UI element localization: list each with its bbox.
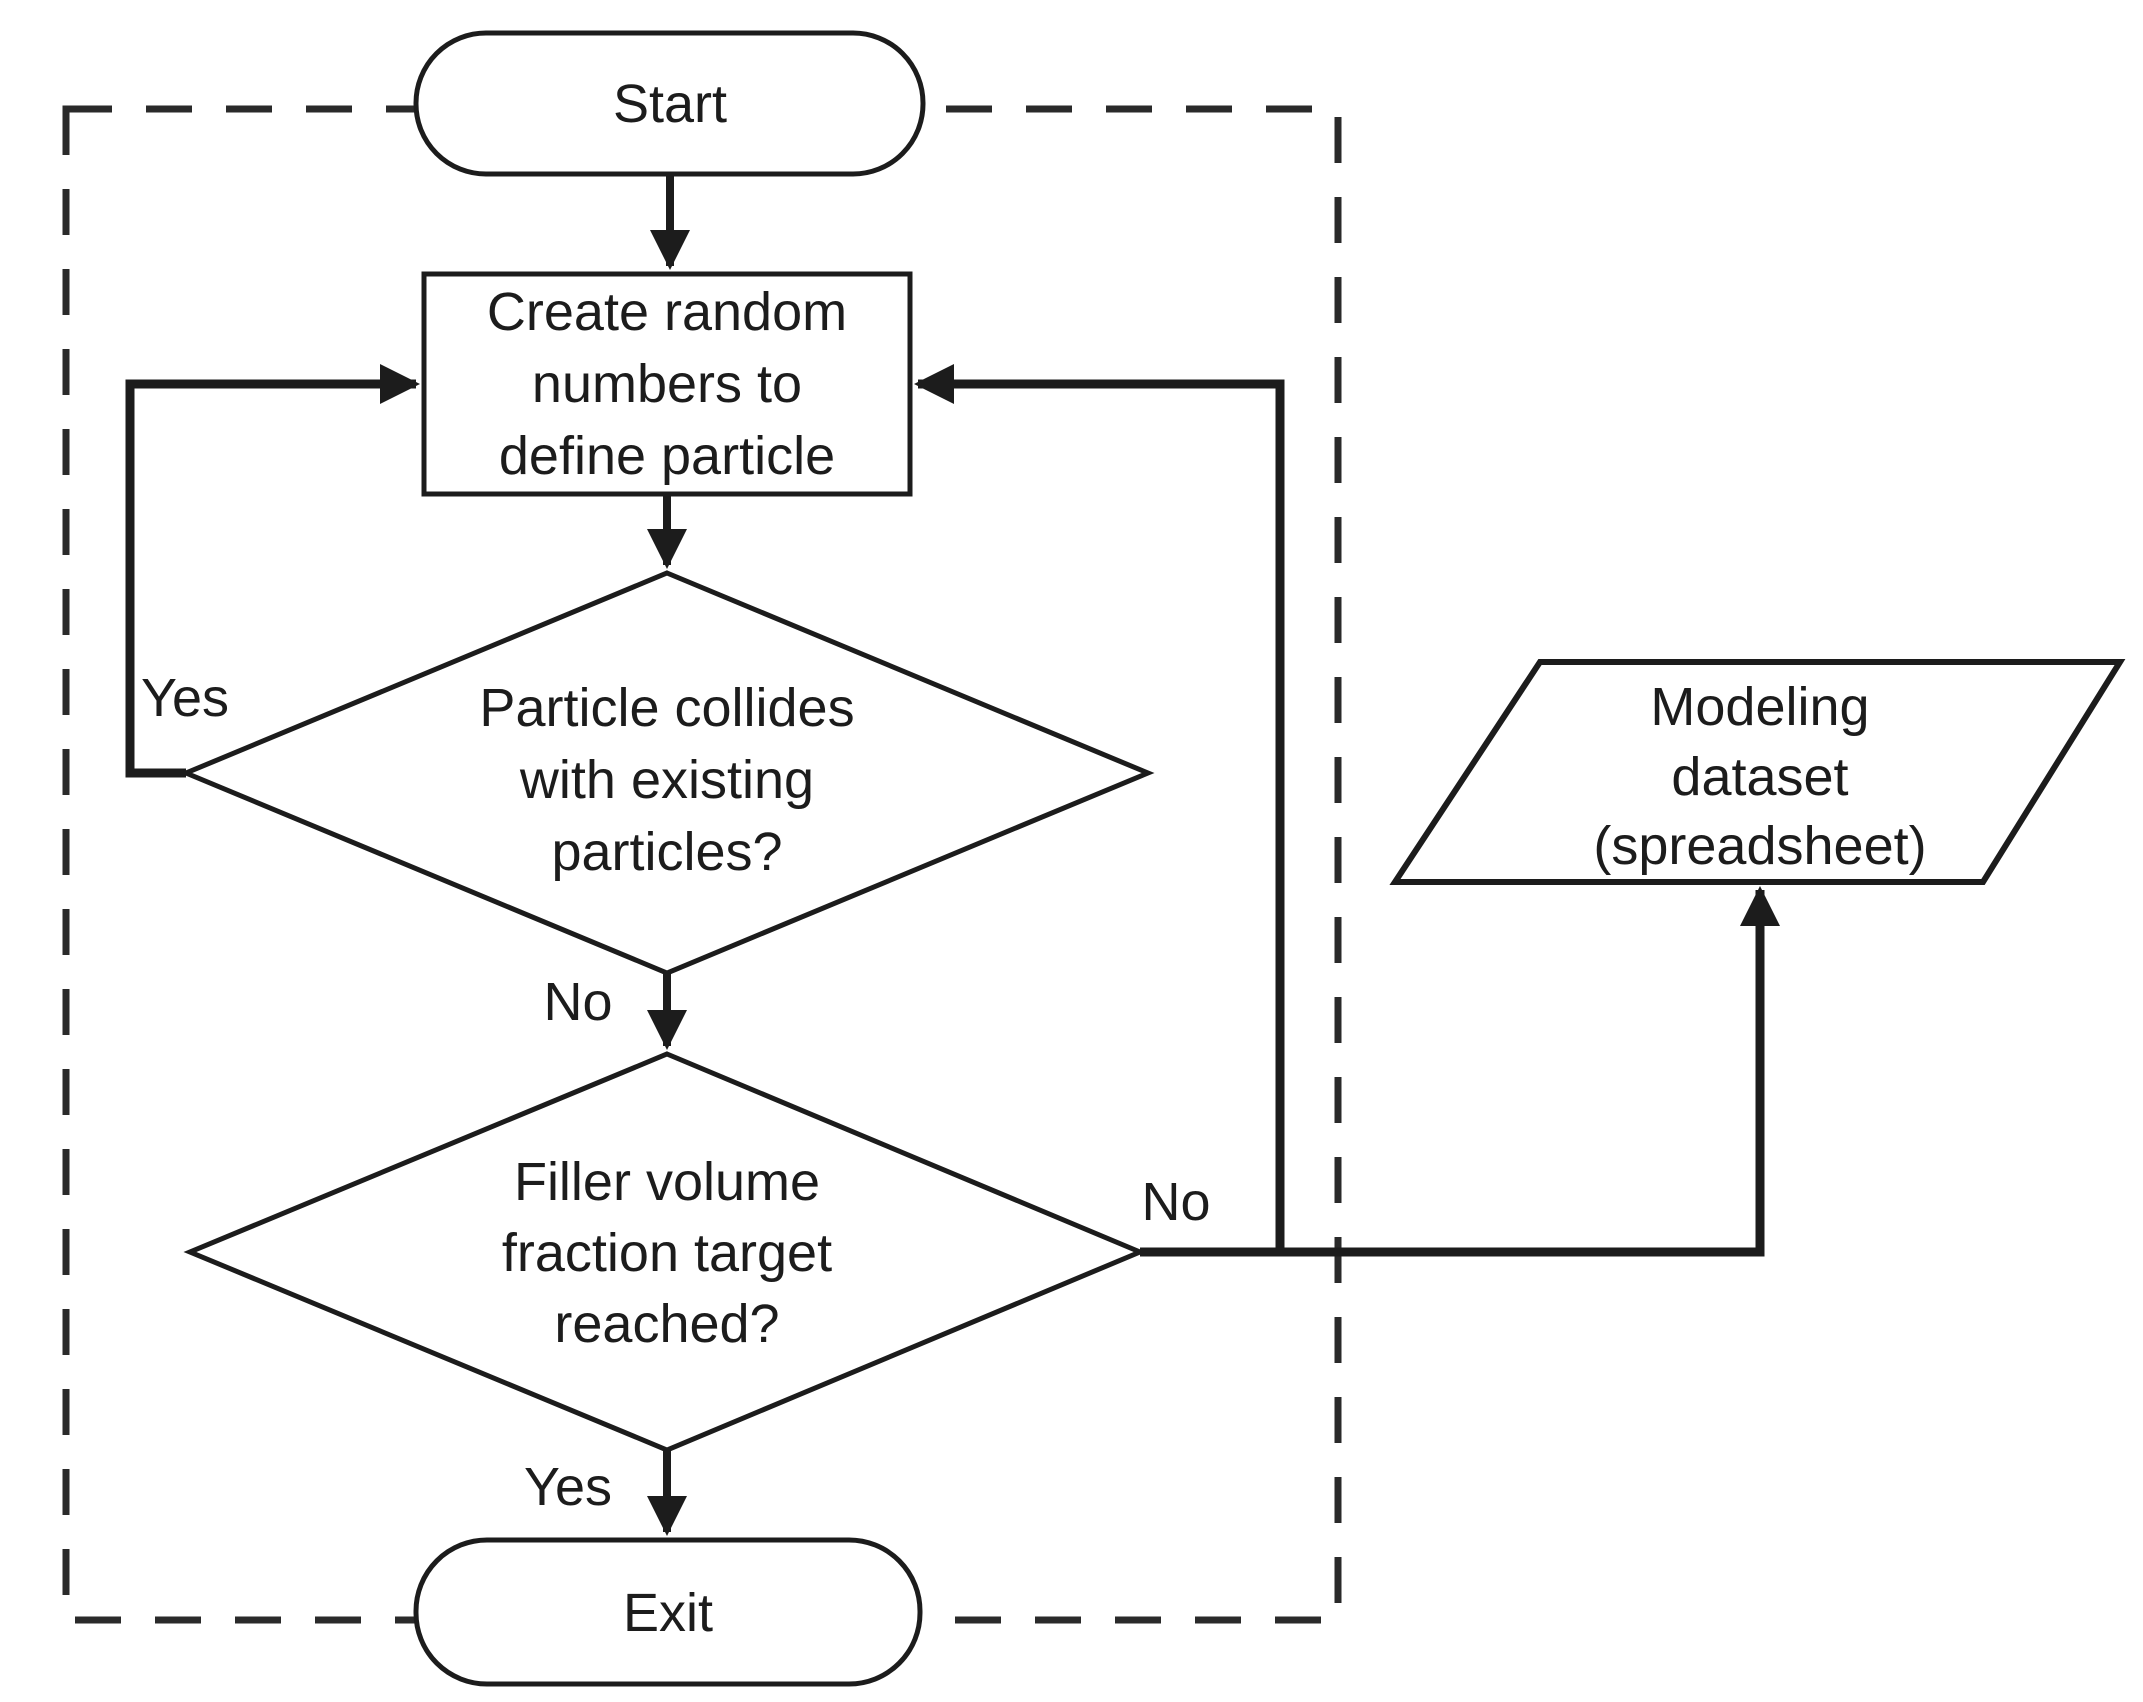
- volume-no-label: No: [1141, 1172, 1210, 1232]
- system-boundary-dashed-box: [62, 105, 1342, 1624]
- volume-decision-line-1: Filler volume: [514, 1152, 820, 1212]
- exit-terminator-shape: [413, 1537, 923, 1687]
- dataset-node-line-1: Modeling: [1650, 677, 1869, 737]
- volume-decision-line-2: fraction target: [502, 1223, 832, 1283]
- create-node-line-3: define particle: [499, 426, 835, 486]
- exit-node-label: Exit: [623, 1583, 713, 1643]
- dataset-node-line-3: (spreadsheet): [1593, 816, 1926, 876]
- edge-volume-no-loop-to-create: [914, 364, 1285, 1252]
- create-random-numbers-process-shape: [421, 271, 913, 497]
- start-node-label: Start: [613, 74, 727, 134]
- create-node-line-1: Create random: [487, 282, 847, 342]
- collision-yes-label: Yes: [141, 668, 229, 728]
- edge-collision-yes-loop: [125, 364, 420, 778]
- volume-yes-label: Yes: [524, 1457, 612, 1517]
- collision-decision-line-3: particles?: [551, 822, 782, 882]
- modeling-dataset-parallelogram-shape: [1389, 659, 2126, 885]
- collision-decision-line-2: with existing: [519, 750, 814, 810]
- dataset-node-line-2: dataset: [1671, 747, 1848, 807]
- volume-decision-line-3: reached?: [554, 1294, 779, 1354]
- create-node-line-2: numbers to: [532, 354, 802, 414]
- collision-decision-line-1: Particle collides: [479, 678, 854, 738]
- edge-volume-no-to-dataset: [1140, 886, 1780, 1257]
- collision-no-label: No: [543, 972, 612, 1032]
